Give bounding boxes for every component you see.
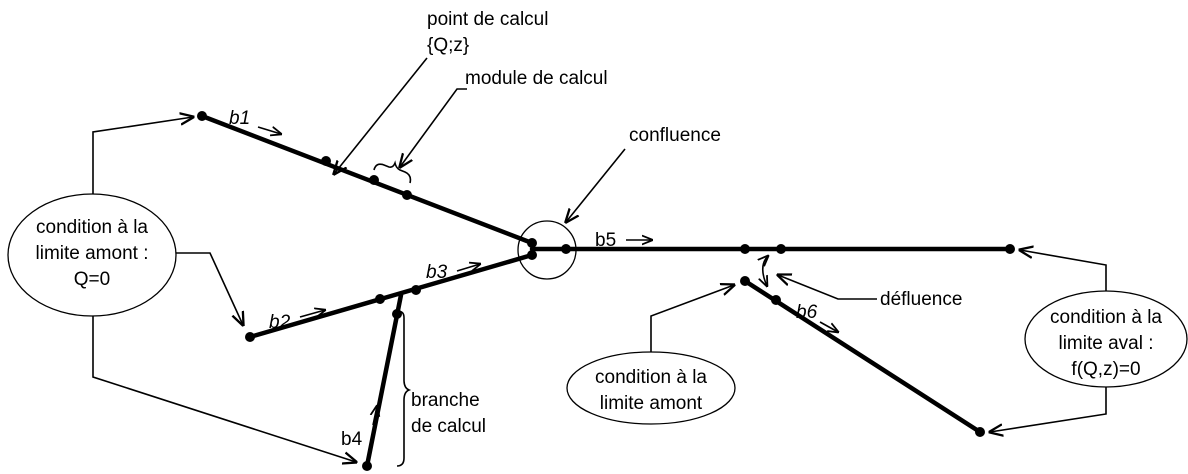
confluence-label: confluence xyxy=(629,125,721,146)
branche-label-line2: de calcul xyxy=(411,416,486,437)
branch-b3-direction-arrow xyxy=(456,264,480,271)
condition-amont-left-ellipse xyxy=(7,193,177,317)
condition-aval-right-line1: condition à la xyxy=(1050,307,1162,328)
condition-aval-right-line2: limite aval : xyxy=(1058,333,1153,354)
branch-b1-edge xyxy=(199,113,535,246)
calc-point xyxy=(975,427,985,437)
module-de-calcul-label: module de calcul xyxy=(465,68,608,89)
branche-label-line1: branche xyxy=(411,390,480,411)
branch-b6-direction-arrow xyxy=(819,321,838,332)
calc-point xyxy=(362,461,372,471)
branch-b4-direction-arrow xyxy=(373,406,377,426)
branch-b1-direction-arrow xyxy=(257,127,281,134)
calc-point xyxy=(197,111,207,121)
branch-b6-edge xyxy=(742,278,983,435)
branch-b4-label: b4 xyxy=(341,429,363,450)
defluence-double-arrow xyxy=(763,256,768,286)
confluence-arrow xyxy=(566,148,626,222)
defluence-arrow xyxy=(778,275,877,300)
calc-point xyxy=(740,276,750,286)
calc-point xyxy=(740,244,750,254)
confluence-circle xyxy=(517,220,577,280)
calc-point xyxy=(776,244,786,254)
condition-to-b2-arrow xyxy=(175,252,243,325)
module-brace xyxy=(373,160,412,184)
condition-amont-left-line1: condition à la xyxy=(36,217,148,238)
calc-point xyxy=(1005,244,1015,254)
calc-point xyxy=(527,238,537,248)
calc-point xyxy=(392,309,402,319)
condition-to-b1-arrow xyxy=(92,117,193,195)
branch-b1-label: b1 xyxy=(229,108,250,129)
condition-amont-mid-line1: condition à la xyxy=(595,367,707,388)
condition-amont-left-line2: limite amont : xyxy=(36,243,149,264)
branch-b2-label: b2 xyxy=(269,312,291,333)
calc-point xyxy=(321,156,331,166)
calc-point xyxy=(245,332,255,342)
branch-b5-label: b5 xyxy=(595,230,616,251)
calc-point xyxy=(369,175,379,185)
branch-b2-edge xyxy=(247,252,535,340)
calculation-points xyxy=(197,111,1015,471)
calc-point xyxy=(402,190,412,200)
defluence-label: défluence xyxy=(880,289,962,310)
point-de-calcul-arrow xyxy=(334,57,428,174)
condition-aval-right-ellipse xyxy=(1024,290,1188,388)
point-de-calcul-values: {Q;z} xyxy=(427,35,469,56)
condition-aval-to-b5-arrow xyxy=(1020,250,1107,293)
calc-point xyxy=(411,285,421,295)
branch-b6-label: b6 xyxy=(796,302,818,323)
branche-brace xyxy=(396,310,412,467)
module-de-calcul-arrow xyxy=(400,88,467,167)
branch-b3-label: b3 xyxy=(426,262,448,283)
calc-point xyxy=(561,244,571,254)
condition-aval-right-line3: f(Q,z)=0 xyxy=(1071,359,1140,380)
condition-amont-mid-ellipse xyxy=(566,351,736,425)
condition-mid-arrow xyxy=(650,285,734,363)
calc-point xyxy=(771,295,781,305)
branch-b4-edge xyxy=(364,292,404,469)
condition-aval-to-b6-arrow xyxy=(990,382,1107,432)
branch-b2-direction-arrow xyxy=(299,310,325,318)
calc-point xyxy=(375,294,385,304)
condition-to-b4-arrow xyxy=(92,313,356,462)
condition-amont-left-line3: Q=0 xyxy=(74,269,110,290)
point-de-calcul-label: point de calcul xyxy=(427,9,548,30)
calc-point xyxy=(527,250,537,260)
condition-amont-mid-line2: limite amont xyxy=(600,393,703,414)
